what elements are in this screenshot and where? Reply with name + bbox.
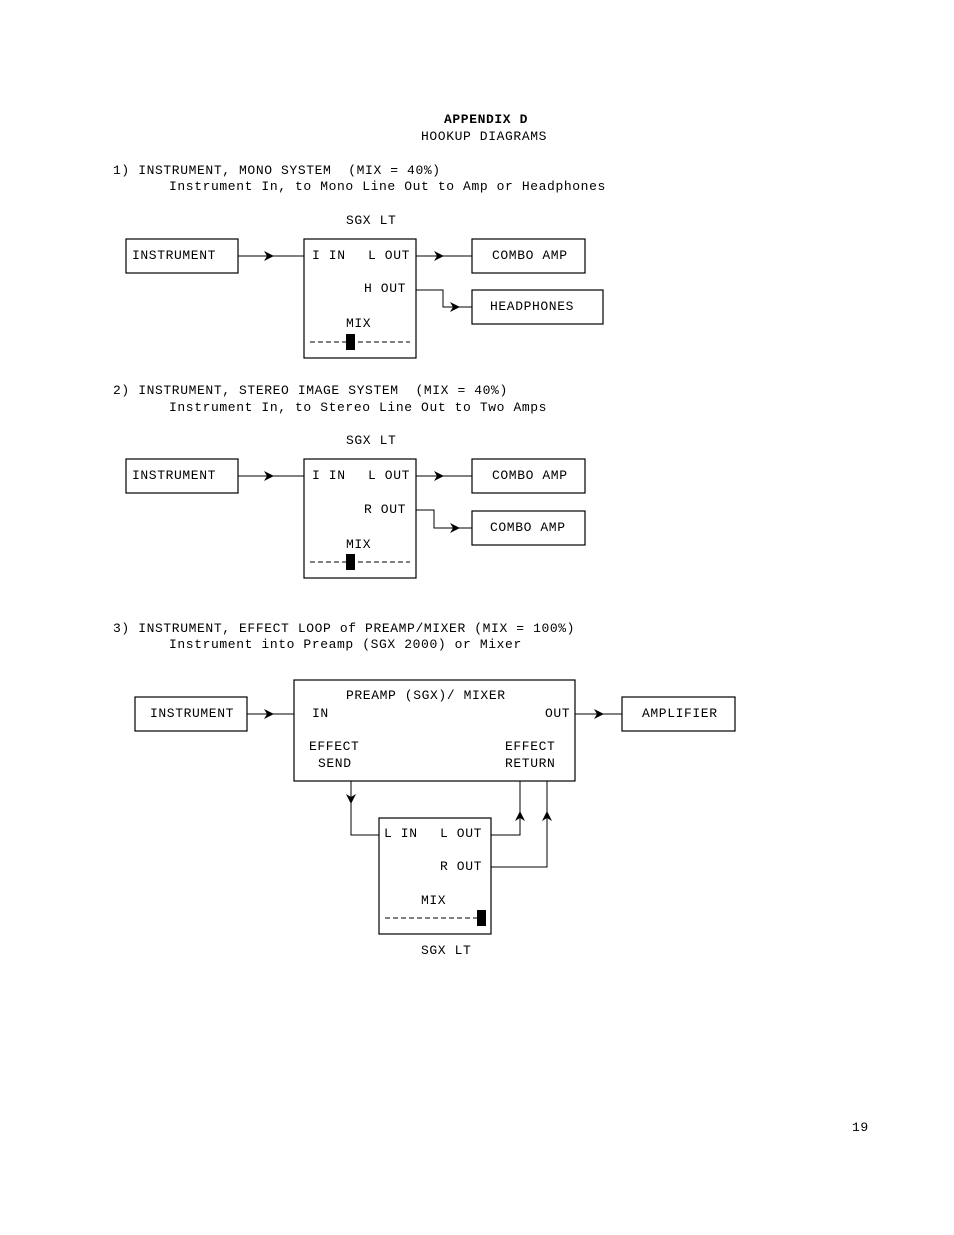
section-3-description: Instrument into Preamp (SGX 2000) or Mix…: [169, 637, 522, 652]
signal-arrow-down-icon: [346, 794, 356, 804]
signal-arrow-up-icon: [515, 811, 525, 821]
section-3-instrument-label: INSTRUMENT: [150, 706, 235, 721]
signal-arrow-icon: [594, 709, 604, 719]
section-3-unit-out2-label: R OUT: [440, 859, 483, 874]
section-3-unit-label: SGX LT: [421, 943, 472, 958]
out2-to-dest2-cable: [416, 509, 472, 529]
instrument-box: [125, 238, 239, 274]
mix-slider-knob: [346, 554, 355, 570]
appendix-title: APPENDIX D: [444, 112, 529, 127]
signal-arrow-icon: [434, 251, 444, 261]
section-2-out1-label: L OUT: [368, 468, 411, 483]
signal-arrow-up-icon: [542, 811, 552, 821]
section-2-out2-label: R OUT: [364, 502, 407, 517]
section-2-heading: 2) INSTRUMENT, STEREO IMAGE SYSTEM (MIX …: [113, 383, 508, 398]
section-2-instrument-label: INSTRUMENT: [132, 468, 217, 483]
section-3-effect-send-line2: SEND: [318, 756, 352, 771]
signal-arrow-icon: [264, 251, 274, 261]
section-1-unit-label: SGX LT: [346, 213, 397, 228]
section-1-heading: 1) INSTRUMENT, MONO SYSTEM (MIX = 40%): [113, 163, 441, 178]
section-2-mix-label: MIX: [346, 537, 372, 552]
section-2-dest1-label: COMBO AMP: [492, 468, 568, 483]
section-3-mix-label: MIX: [421, 893, 447, 908]
section-1-description: Instrument In, to Mono Line Out to Amp o…: [169, 179, 606, 194]
section-3-preamp-in-label: IN: [312, 706, 329, 721]
signal-arrow-icon: [264, 709, 274, 719]
section-1-out1-label: L OUT: [368, 248, 411, 263]
page-number: 19: [852, 1120, 869, 1135]
section-3-effect-send-line1: EFFECT: [309, 739, 360, 754]
diagram-3: [134, 679, 736, 935]
mix-slider-knob: [477, 910, 486, 926]
diagram-2: [125, 458, 586, 579]
section-1-mix-label: MIX: [346, 316, 372, 331]
amplifier-box: [621, 696, 736, 732]
diagram-1: [125, 238, 604, 359]
section-1-dest1-label: COMBO AMP: [492, 248, 568, 263]
section-3-unit-in-label: L IN: [384, 826, 418, 841]
sgx-lt-box: [303, 238, 417, 359]
preamp-mixer-box: [293, 679, 576, 782]
signal-arrow-icon: [450, 302, 460, 312]
signal-arrow-icon: [264, 471, 274, 481]
section-3-heading: 3) INSTRUMENT, EFFECT LOOP of PREAMP/MIX…: [113, 621, 576, 636]
appendix-subtitle: HOOKUP DIAGRAMS: [421, 129, 548, 144]
sgx-lt-box: [378, 817, 492, 935]
section-3-preamp-out-label: OUT: [545, 706, 571, 721]
section-1-instrument-label: INSTRUMENT: [132, 248, 217, 263]
section-3-preamp-title: PREAMP (SGX)/ MIXER: [346, 688, 506, 703]
section-2-input-label: I IN: [312, 468, 346, 483]
combo-amp-box: [471, 458, 586, 494]
headphones-box: [471, 289, 604, 325]
instrument-box: [125, 458, 239, 494]
r-out-return-cable: [491, 781, 548, 868]
section-3-amplifier-label: AMPLIFIER: [642, 706, 718, 721]
section-2-description: Instrument In, to Stereo Line Out to Two…: [169, 400, 548, 415]
signal-arrow-icon: [450, 523, 460, 533]
section-3-effect-return-line1: EFFECT: [505, 739, 556, 754]
section-2-dest2-label: COMBO AMP: [490, 520, 566, 535]
l-out-return-cable: [491, 781, 521, 836]
section-2-unit-label: SGX LT: [346, 433, 397, 448]
section-3-unit-out1-label: L OUT: [440, 826, 483, 841]
sgx-lt-box: [303, 458, 417, 579]
combo-amp-box: [471, 238, 586, 274]
instrument-box: [134, 696, 248, 732]
section-1-input-label: I IN: [312, 248, 346, 263]
out2-to-dest2-cable: [416, 289, 472, 308]
effect-send-cable: [350, 781, 379, 836]
mix-slider-knob: [346, 334, 355, 350]
section-1-out2-label: H OUT: [364, 281, 407, 296]
section-3-effect-return-line2: RETURN: [505, 756, 556, 771]
section-1-dest2-label: HEADPHONES: [490, 299, 575, 314]
signal-arrow-icon: [434, 471, 444, 481]
combo-amp-2-box: [471, 510, 586, 546]
